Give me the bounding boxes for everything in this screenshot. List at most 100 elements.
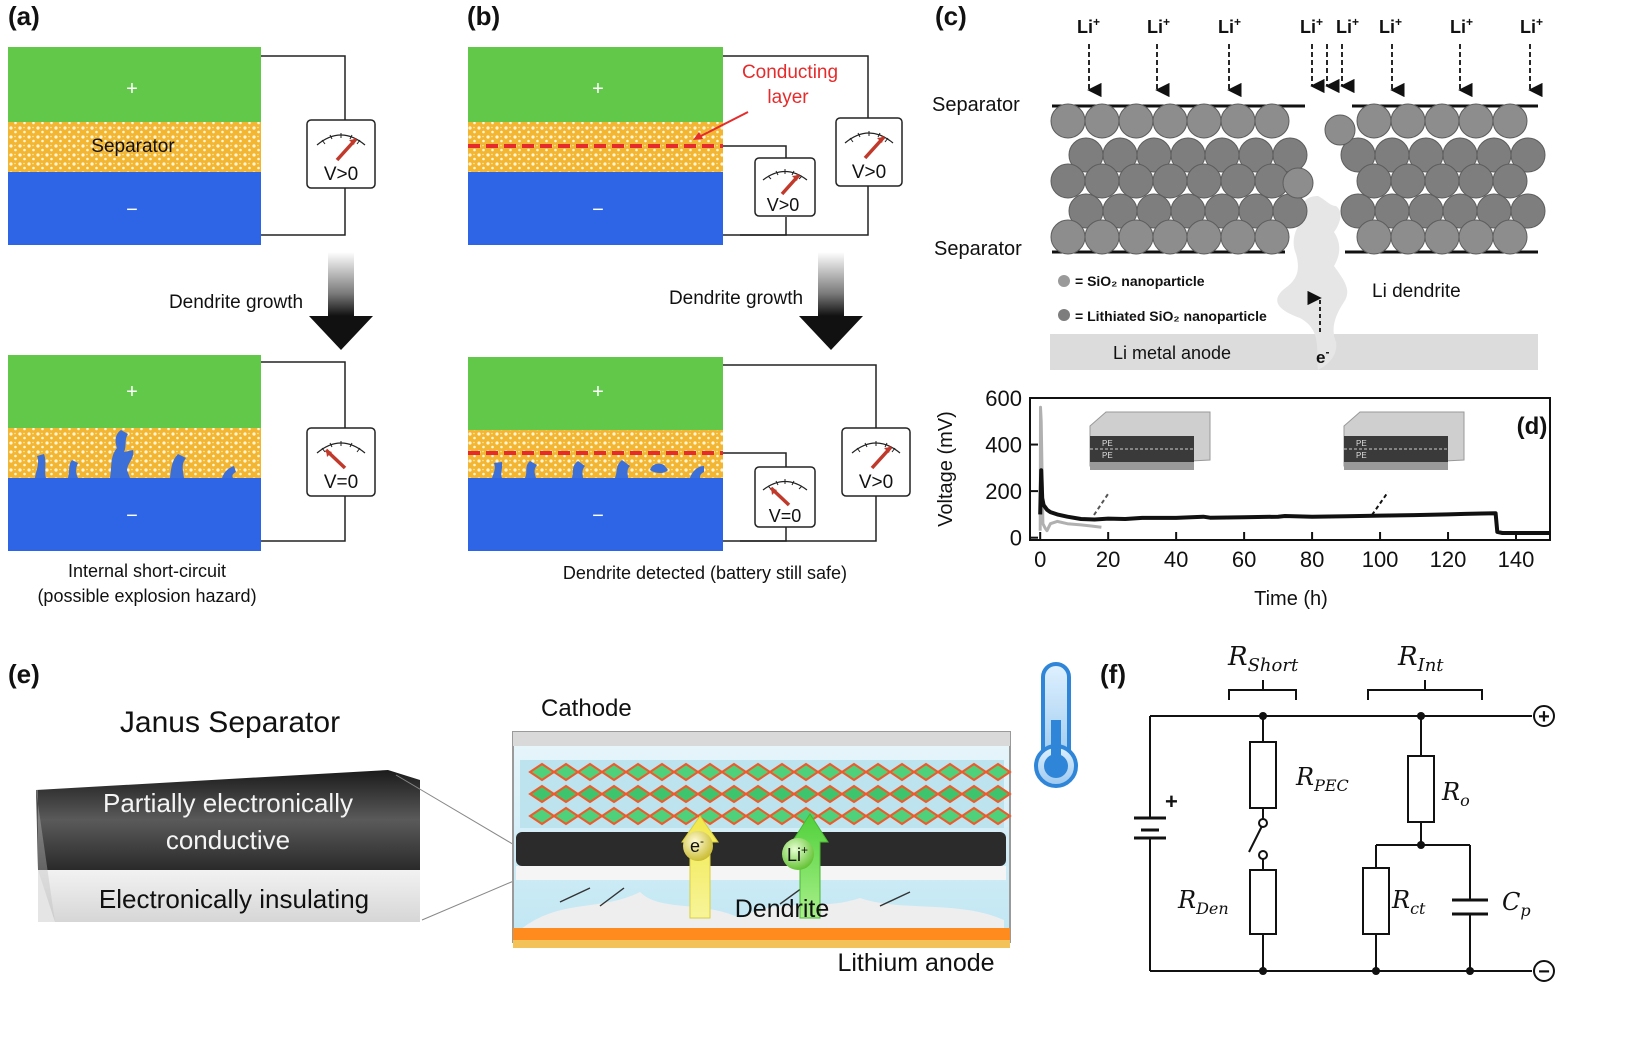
dendrite-label: Dendrite [735,895,830,923]
lattice-cell [984,762,1012,782]
plus-terminal-label: + [1538,706,1550,728]
plus-terminal: + [1533,705,1555,728]
anode-layer [8,478,261,551]
voltmeter-reading: V>0 [852,162,886,183]
x-tick-label: 20 [1096,547,1120,572]
panel-a-cell-top: + Separator − V>0 [8,47,376,245]
nanoparticle [1186,163,1222,199]
nanoparticle [1356,219,1392,255]
voltmeter-reading: V=0 [324,472,358,493]
nanoparticle [1492,219,1528,255]
separator-layer [8,428,261,478]
wire [261,361,346,428]
voltmeter-reading: V>0 [859,472,893,493]
layer-top-line-2: conductive [166,825,290,855]
nanoparticle [1324,114,1356,146]
wire [723,364,877,428]
nanoparticle [1220,103,1256,139]
inset-pointer [1371,491,1389,516]
down-arrow-head [799,316,863,350]
panel-a: (a) + Separator − V>0 Dendrite growth [8,1,376,606]
nanoparticle [1118,103,1154,139]
nanoparticle [1254,103,1290,139]
cathode-label: Cathode [541,695,632,722]
label-c-p: Cp [1502,888,1531,920]
panel-b: (b) + − Conducting layer V>0 [467,1,911,583]
x-axis-label: Time (h) [1254,588,1328,610]
janus-insulating-layer [516,866,1006,880]
caption-line-2: (possible explosion hazard) [37,586,256,606]
y-axis-label: Voltage (mV) [935,411,957,527]
anode-layer [468,478,723,551]
label-r-pec: RPEC [1295,763,1349,795]
lattice-cell [984,806,1012,826]
nanoparticle [1424,219,1460,255]
nanoparticle [1356,103,1392,139]
down-arrow [328,252,354,316]
li-dendrite [1277,196,1348,370]
anode-label: Lithium anode [837,949,994,977]
nanoparticle [1152,219,1188,255]
callout-line [395,774,517,847]
x-tick-label: 140 [1498,547,1535,572]
layer-bottom: Electronically insulating [99,884,369,914]
arrow-label: Dendrite growth [169,292,303,313]
electron-label: e- [1316,345,1329,367]
janus-conductive-layer [516,832,1006,866]
separator-layer [8,122,261,172]
chart-series [1038,405,1550,535]
voltmeter-reading: V=0 [769,506,802,526]
x-tick-label: 40 [1164,547,1188,572]
electron-label: e- [690,834,704,856]
minus-sign: − [126,505,138,527]
series-line [1038,468,1550,535]
x-tick-label: 0 [1034,547,1046,572]
bracket-r-short [1228,680,1297,700]
panel-c: (c) Li+ Li+ Li+ Li+ Li+ Li+ Li+ Li+ Sepa… [932,1,1546,370]
nanoparticle [1458,103,1494,139]
legend-lithiated: = Lithiated SiO₂ nanoparticle [1075,308,1267,324]
separator-label: Separator [91,136,175,157]
wire [261,496,346,542]
li-ion-label: Li+ [1336,15,1359,37]
voltmeter-inner: V>0 [754,157,816,217]
y-tick-label: 0 [1010,526,1022,551]
nanoparticle [1152,163,1188,199]
electron-ball [683,831,713,861]
li-ion-label: Li+ [1077,15,1100,37]
li-ion-label: Li+ [1520,15,1543,37]
nanoparticle [1152,103,1188,139]
resistor-r-pec [1249,741,1277,809]
junction-dots [1259,712,1474,975]
cathode-layer [468,47,723,122]
minus-sign: − [592,199,604,221]
panel-b-cell-top: + − Conducting layer V>0 [468,47,903,245]
label-r-o: Ro [1441,778,1470,810]
x-tick-label: 80 [1300,547,1324,572]
panel-e-letter: (e) [8,659,40,689]
wire [261,188,346,236]
plus-sign: + [592,78,604,100]
panel-c-letter: (c) [935,1,967,31]
resistor-r-o [1407,755,1435,823]
li-ion-label: Li+ [1450,15,1473,37]
nanoparticle [1424,163,1460,199]
conducting-layer-label-2: layer [767,87,809,108]
nanoparticle [1084,103,1120,139]
nanoparticle [1510,193,1546,229]
switch [1248,818,1268,860]
li-ion-label: Li+ [1218,15,1241,37]
nanoparticle [1220,163,1256,199]
dendrites [35,430,236,478]
wire [740,527,787,542]
panel-a-letter: (a) [8,1,40,31]
nanoparticle [1356,163,1392,199]
conducting-layer-label-1: Conducting [742,62,838,83]
circuit-wires [1149,715,1532,972]
anode-label: Li metal anode [1113,343,1231,363]
li-label: Li+ [787,843,808,865]
legend-marker-sio2 [1058,275,1070,287]
y-tick-label: 600 [985,386,1022,411]
